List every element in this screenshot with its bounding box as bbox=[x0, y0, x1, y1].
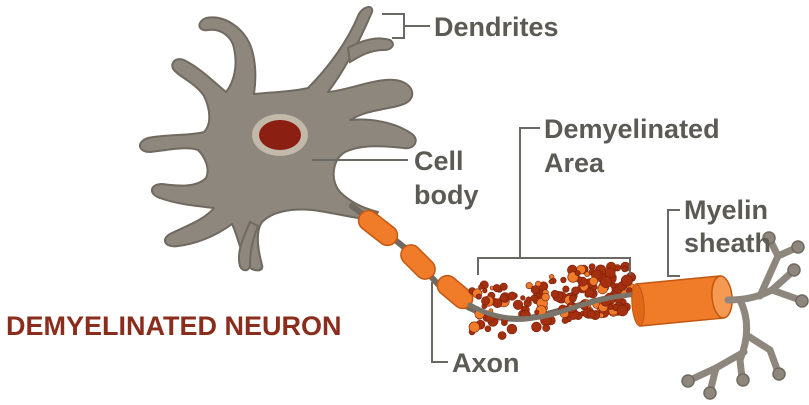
myelin-cylinder bbox=[636, 276, 724, 326]
demyelinated-label-line2: Area bbox=[544, 148, 604, 178]
debris-particle bbox=[587, 310, 595, 318]
debris-particle bbox=[500, 283, 507, 290]
debris-particle bbox=[485, 326, 491, 332]
debris-particle bbox=[622, 267, 627, 272]
debris-particle bbox=[513, 300, 523, 310]
debris-particle bbox=[493, 284, 500, 291]
myelin-label-line2: sheath bbox=[684, 228, 771, 258]
dendrites-label: Dendrites bbox=[434, 12, 559, 42]
debris-particle bbox=[589, 277, 597, 285]
debris-particle bbox=[493, 299, 502, 308]
debris-particle bbox=[575, 271, 580, 276]
debris-particle bbox=[521, 296, 526, 301]
debris-particle bbox=[532, 322, 542, 332]
debris-particle bbox=[508, 292, 516, 300]
dendrites-leader bbox=[382, 14, 430, 38]
debris-particle bbox=[585, 272, 590, 277]
debris-particle bbox=[531, 295, 538, 302]
debris-particle bbox=[498, 332, 506, 340]
debris-particle bbox=[542, 293, 550, 301]
cell-body-label-line2: body bbox=[414, 180, 479, 210]
debris-particle bbox=[617, 305, 628, 316]
debris-particle bbox=[561, 277, 567, 283]
debris-particle bbox=[601, 277, 612, 288]
nucleus bbox=[259, 120, 301, 150]
myelin-label-line1: Myelin bbox=[684, 195, 768, 225]
debris-particle bbox=[569, 295, 576, 302]
debris-particle bbox=[535, 310, 539, 314]
debris-particle bbox=[483, 288, 488, 293]
debris-particle bbox=[621, 275, 632, 286]
debris-particle bbox=[562, 317, 568, 323]
demyelinated-label-line1: Demyelinated bbox=[544, 114, 720, 144]
myelin-segments bbox=[355, 207, 477, 313]
diagram-title: DEMYELINATED NEURON bbox=[6, 311, 342, 342]
myelin-leader bbox=[668, 210, 680, 276]
myelin-debris bbox=[469, 262, 636, 340]
debris-particle bbox=[469, 322, 480, 333]
cell-body-label-line1: Cell bbox=[414, 146, 464, 176]
debris-particle bbox=[563, 286, 569, 292]
debris-particle bbox=[479, 285, 484, 290]
debris-particle bbox=[526, 297, 531, 302]
debris-particle bbox=[543, 324, 550, 331]
debris-particle bbox=[621, 299, 626, 304]
debris-particle bbox=[481, 297, 489, 305]
debris-particle bbox=[507, 324, 517, 334]
axon-label: Axon bbox=[452, 348, 520, 378]
myelin-sheath bbox=[630, 275, 734, 326]
debris-particle bbox=[551, 290, 559, 298]
debris-particle bbox=[476, 294, 481, 299]
debris-particle bbox=[531, 286, 539, 294]
debris-particle bbox=[549, 279, 553, 283]
debris-particle bbox=[585, 288, 593, 296]
